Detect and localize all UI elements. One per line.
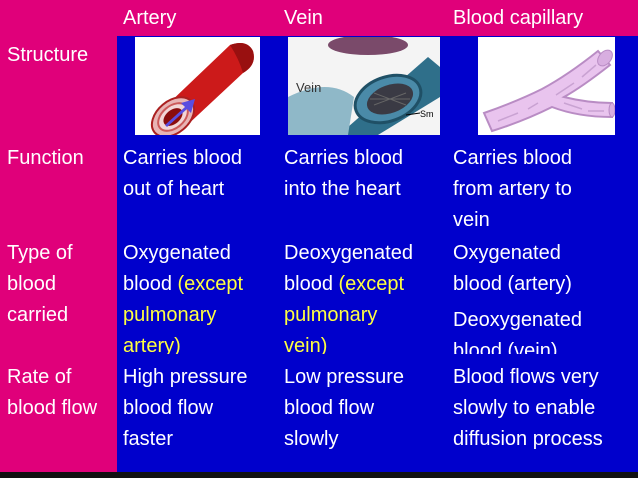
row-label-line: Type of bbox=[7, 242, 73, 264]
rate-capillary: Blood flows very slowly to enable diffus… bbox=[453, 362, 635, 455]
bottom-bar bbox=[0, 472, 638, 478]
cell-line: faster bbox=[123, 428, 174, 450]
cell-line: Oxygenated bbox=[453, 242, 561, 264]
cell-line: Carries blood bbox=[453, 147, 572, 169]
cell-line: into the heart bbox=[284, 178, 401, 200]
cell-line: blood (except bbox=[123, 269, 283, 300]
cell-line: Carries blood bbox=[123, 147, 242, 169]
artery-cross-section-image bbox=[135, 37, 260, 135]
cell-line: blood flow bbox=[123, 397, 214, 419]
rate-vein: Low pressure blood flow slowly bbox=[284, 362, 449, 455]
cell-line: blood (except bbox=[284, 269, 449, 300]
type-artery: Oxygenated blood (except pulmonary arter… bbox=[123, 238, 283, 354]
row-label-structure: Structure bbox=[7, 44, 89, 66]
highlighted-text: pulmonary bbox=[284, 304, 378, 326]
highlighted-text: artery) bbox=[123, 335, 181, 354]
row-label-type-of-blood: Type of blood carried bbox=[7, 238, 73, 331]
cell-line: slowly bbox=[284, 428, 339, 450]
vein-cross-section-image: Vein Sm bbox=[288, 37, 440, 135]
cell-line: blood (artery) bbox=[453, 273, 572, 295]
row-label-function: Function bbox=[7, 147, 84, 169]
header-blood-capillary: Blood capillary bbox=[453, 7, 584, 29]
cell-text: blood bbox=[284, 273, 339, 295]
row-label-line: blood flow bbox=[7, 397, 98, 419]
cell-line: Low pressure bbox=[284, 366, 405, 388]
cell-line: blood (vein) bbox=[453, 340, 558, 354]
cell-text: blood bbox=[123, 273, 178, 295]
header-artery: Artery bbox=[123, 7, 177, 29]
highlighted-text: (except bbox=[177, 273, 244, 295]
cell-line: blood flow bbox=[284, 397, 375, 419]
vein-image-label: Vein bbox=[296, 80, 322, 95]
cell-line: diffusion process bbox=[453, 428, 603, 450]
cell-line: Oxygenated bbox=[123, 242, 231, 264]
cell-line: from artery to bbox=[453, 178, 572, 200]
type-capillary: Oxygenated blood (artery) Deoxygenated b… bbox=[453, 238, 633, 354]
function-artery: Carries blood out of heart bbox=[123, 143, 283, 205]
cell-line: vein bbox=[453, 209, 490, 231]
cell-line: Carries blood bbox=[284, 147, 403, 169]
row-label-column bbox=[0, 0, 117, 478]
capillary-image bbox=[478, 37, 615, 135]
vein-image-partial-label: Sm bbox=[420, 109, 434, 119]
function-capillary: Carries blood from artery to vein bbox=[453, 143, 633, 236]
cell-line: High pressure bbox=[123, 366, 248, 388]
rate-artery: High pressure blood flow faster bbox=[123, 362, 283, 455]
type-vein: Deoxygenated blood (except pulmonary vei… bbox=[284, 238, 449, 354]
row-label-line: blood bbox=[7, 273, 56, 295]
cell-line: out of heart bbox=[123, 178, 225, 200]
highlighted-text: pulmonary bbox=[123, 304, 217, 326]
header-vein: Vein bbox=[284, 7, 323, 29]
function-vein: Carries blood into the heart bbox=[284, 143, 449, 205]
highlighted-text: (except bbox=[338, 273, 405, 295]
cell-line: Deoxygenated bbox=[453, 309, 582, 331]
highlighted-text: vein) bbox=[284, 335, 328, 354]
cell-line: slowly to enable bbox=[453, 397, 596, 419]
cell-line: Deoxygenated bbox=[284, 242, 413, 264]
row-label-line: Rate of bbox=[7, 366, 72, 388]
cell-line: Blood flows very bbox=[453, 366, 599, 388]
row-label-line: carried bbox=[7, 304, 69, 326]
row-label-rate-of-flow: Rate of blood flow bbox=[7, 362, 97, 424]
